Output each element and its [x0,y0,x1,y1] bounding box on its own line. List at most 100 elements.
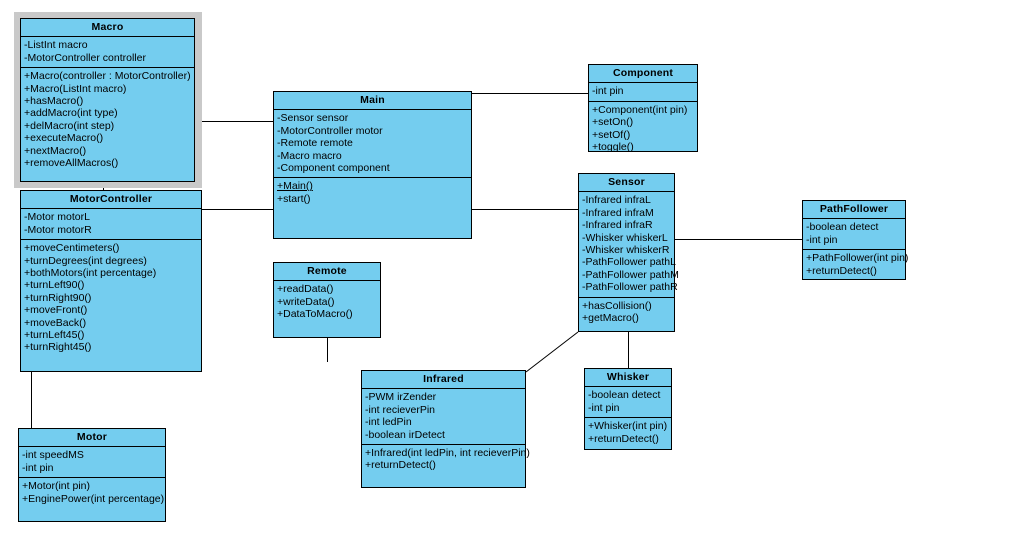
class-box-remote[interactable]: Remote +readData() +writeData() +DataToM… [273,262,381,338]
operation-row: +getMacro() [582,312,639,325]
attribute-row: -Component component [277,162,390,175]
attribute-row: -MotorController motor [277,124,383,137]
operation-row: +toggle() [592,141,634,154]
association-sensor-infrared [525,331,579,373]
attribute-row: -Infrared infraM [582,206,654,219]
operation-row: +hasCollision() [582,299,652,312]
operation-row: +returnDetect() [588,432,659,445]
operations-macro: +Macro(controller : MotorController) +Ma… [21,68,194,172]
operation-row: +returnDetect() [365,459,436,472]
operations-remote: +readData() +writeData() +DataToMacro() [274,281,380,323]
association-motorcontroller-main [202,209,273,210]
attribute-row: -Infrared infraL [582,194,651,207]
operation-row: +nextMacro() [24,144,87,157]
attributes-pathfollower: -boolean detect -int pin [803,219,905,251]
attribute-row: -int pin [806,233,838,246]
attribute-row: -int recieverPin [365,403,436,416]
attributes-component: -int pin [589,83,697,102]
class-title-motorcontroller: MotorController [21,191,201,210]
class-title-pathfollower: PathFollower [803,201,905,220]
operation-row: +moveCentimeters() [24,242,120,255]
class-box-macro[interactable]: Macro -ListInt macro -MotorController co… [20,18,195,182]
attributes-main: -Sensor sensor -MotorController motor -R… [274,110,471,179]
operation-row: +turnDegrees(int degrees) [24,254,147,267]
operation-row: +moveBack() [24,316,87,329]
attribute-row: -boolean detect [588,389,661,402]
operation-row: +Macro(ListInt macro) [24,82,127,95]
attribute-row: -boolean irDetect [365,428,445,441]
class-title-component: Component [589,65,697,84]
class-box-whisker[interactable]: Whisker -boolean detect -int pin +Whiske… [584,368,672,450]
attribute-row: -PathFollower pathM [582,268,679,281]
attribute-row: -Macro macro [277,149,342,162]
class-title-remote: Remote [274,263,380,282]
operations-motor: +Motor(int pin) +EnginePower(int percent… [19,478,165,508]
attributes-macro: -ListInt macro -MotorController controll… [21,37,194,69]
association-main-sensor [472,209,578,210]
operation-row: +bothMotors(int percentage) [24,267,157,280]
attribute-row: -Motor motorL [24,211,90,224]
association-sensor-whisker [628,332,629,368]
operation-row: +executeMacro() [24,132,104,145]
class-title-macro: Macro [21,19,194,38]
class-box-motor[interactable]: Motor -int speedMS -int pin +Motor(int p… [18,428,166,522]
attributes-infrared: -PWM irZender -int recieverPin -int ledP… [362,389,525,446]
operations-motorcontroller: +moveCentimeters() +turnDegrees(int degr… [21,240,201,357]
attribute-row: -Whisker whiskerL [582,231,668,244]
operations-pathfollower: +PathFollower(int pin) +returnDetect() [803,250,909,280]
attribute-row: -int pin [588,401,620,414]
attribute-row: -boolean detect [806,221,879,234]
attribute-row: -int pin [22,461,54,474]
attributes-motorcontroller: -Motor motorL -Motor motorR [21,209,201,241]
operation-row: +start() [277,192,311,205]
class-box-main[interactable]: Main -Sensor sensor -MotorController mot… [273,91,472,239]
attribute-row: -PWM irZender [365,391,437,404]
operation-row: +turnLeft45() [24,329,85,342]
association-sensor-pathfollower [675,239,802,240]
class-title-infrared: Infrared [362,371,525,390]
operation-row: +writeData() [277,295,335,308]
operations-main: +Main() +start() [274,178,471,208]
attribute-row: -PathFollower pathR [582,281,678,294]
attributes-sensor: -Infrared infraL -Infrared infraM -Infra… [579,192,679,298]
operations-infrared: +Infrared(int ledPin, int recieverPin) +… [362,445,530,475]
attribute-row: -int speedMS [22,449,84,462]
attribute-row: -Infrared infraR [582,219,653,232]
attribute-row: -int ledPin [365,416,412,429]
operation-row: +Motor(int pin) [22,480,90,493]
attribute-row: -Sensor sensor [277,112,349,125]
attribute-row: -MotorController controller [24,51,146,64]
operation-row: +delMacro(int step) [24,119,115,132]
operation-row: +DataToMacro() [277,308,353,321]
class-box-sensor[interactable]: Sensor -Infrared infraL -Infrared infraM… [578,173,679,332]
operation-row: +returnDetect() [806,264,877,277]
class-box-pathfollower[interactable]: PathFollower -boolean detect -int pin +P… [802,200,909,280]
operations-sensor: +hasCollision() +getMacro() [579,298,674,328]
operations-whisker: +Whisker(int pin) +returnDetect() [585,418,671,448]
operation-row: +moveFront() [24,304,88,317]
attributes-whisker: -boolean detect -int pin [585,387,671,419]
operation-row: +setOf() [592,128,631,141]
operation-row: +turnLeft90() [24,279,85,292]
association-main-remote [327,330,328,362]
operation-row: +PathFollower(int pin) [806,252,909,265]
operations-component: +Component(int pin) +setOn() +setOf() +t… [589,102,697,157]
attribute-row: -ListInt macro [24,39,88,52]
attribute-row: -PathFollower pathL [582,256,676,269]
operation-row: +turnRight45() [24,341,92,354]
class-box-infrared[interactable]: Infrared -PWM irZender -int recieverPin … [361,370,530,488]
class-title-whisker: Whisker [585,369,671,388]
operation-row: +hasMacro() [24,95,84,108]
class-box-component[interactable]: Component -int pin +Component(int pin) +… [588,64,698,153]
attribute-row: -Whisker whiskerR [582,244,670,257]
operation-row: +Infrared(int ledPin, int recieverPin) [365,447,530,460]
operation-row: +Macro(controller : MotorController) [24,70,191,83]
operation-row: +addMacro(int type) [24,107,118,120]
attribute-row: -Motor motorR [24,223,92,236]
attribute-row: -int pin [592,85,624,98]
attribute-row: -Remote remote [277,137,353,150]
class-title-main: Main [274,92,471,111]
class-box-motorcontroller[interactable]: MotorController -Motor motorL -Motor mot… [20,190,202,372]
operation-row: +Main() [277,180,313,193]
